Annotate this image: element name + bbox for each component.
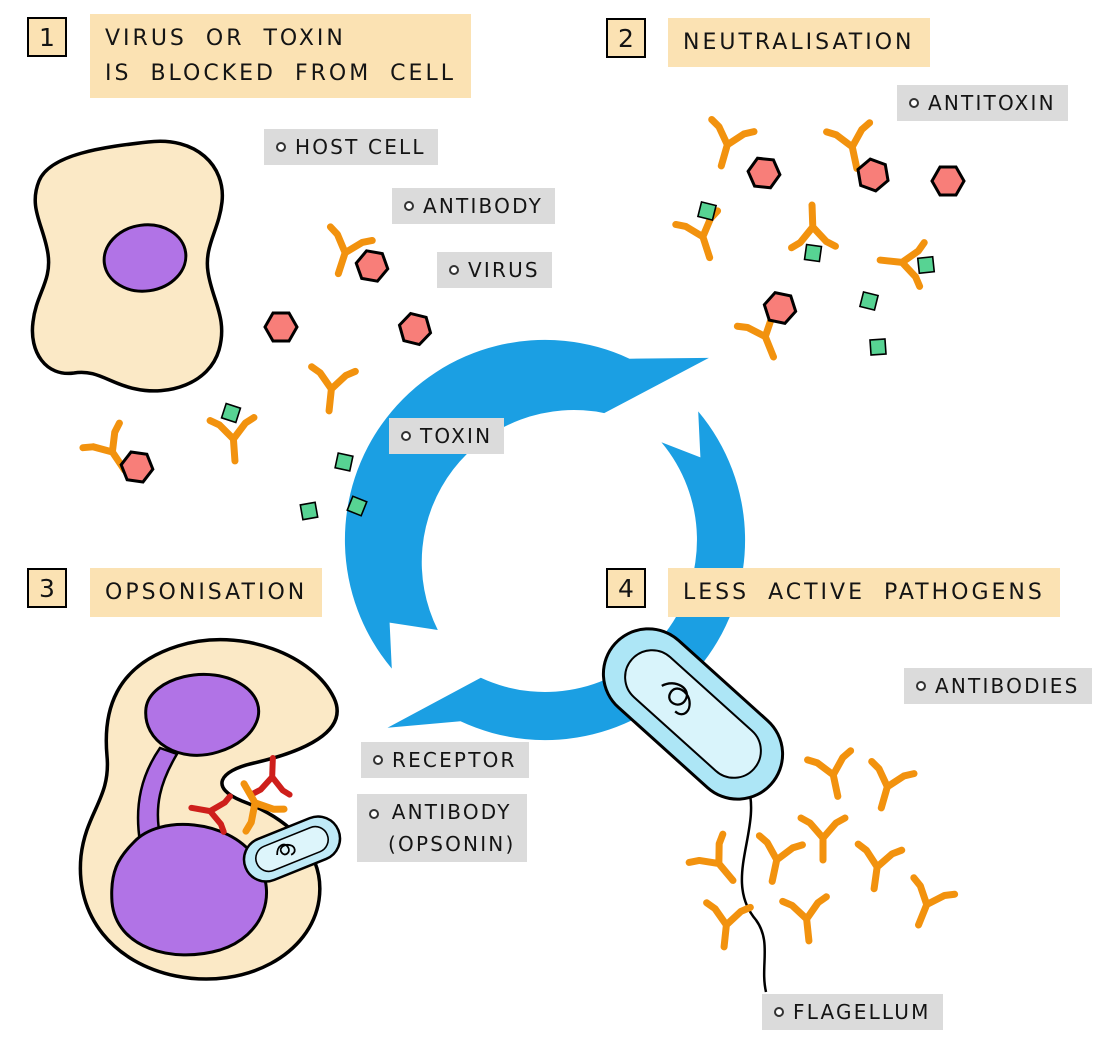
- label-antibodies-text: ANTIBODIES: [935, 674, 1080, 698]
- panel-3-title: OPSONISATION: [90, 568, 323, 618]
- tag-hole-icon: [373, 755, 383, 765]
- bacterium-small: [242, 815, 342, 883]
- host-cell-nucleus: [102, 223, 188, 293]
- flagellum-line: [740, 785, 768, 993]
- virus-icon: [745, 155, 783, 191]
- cycle-arrow-top: [344, 339, 709, 669]
- virus-icon: [117, 449, 157, 485]
- label-antibody-opsonin-line-2: (OPSONIN): [388, 832, 516, 856]
- panel-1-scene: [30, 139, 436, 521]
- antibody-icon: [808, 751, 860, 801]
- virus-icon: [851, 154, 895, 196]
- tag-hole-icon: [916, 681, 926, 691]
- antibody-icon: [307, 367, 355, 413]
- panel-2-title: NEUTRALISATION: [668, 18, 930, 68]
- panel-3-number: 3: [27, 568, 67, 608]
- label-receptor-text: RECEPTOR: [392, 748, 517, 772]
- panel-1-title-line-1: VIRUS OR TOXIN: [105, 26, 346, 51]
- label-antibodies: ANTIBODIES: [904, 668, 1092, 704]
- panel-2-number: 2: [606, 18, 646, 58]
- tag-hole-icon: [449, 265, 459, 275]
- tag-hole-icon: [774, 1007, 784, 1017]
- virus-icon: [263, 311, 299, 343]
- label-antibody: ANTIBODY: [392, 188, 555, 224]
- label-flagellum-text: FLAGELLUM: [793, 1000, 931, 1024]
- antibody-icon: [700, 119, 754, 172]
- toxin-icon: [869, 338, 887, 356]
- antibody-icon: [676, 211, 731, 265]
- label-antibody-text: ANTIBODY: [423, 194, 543, 218]
- antibody-icon: [210, 417, 257, 462]
- tag-hole-icon: [276, 142, 286, 152]
- antibody-icon: [751, 836, 803, 886]
- bacterium-large: [601, 627, 785, 801]
- toxin-icon: [916, 255, 936, 275]
- label-flagellum: FLAGELLUM: [762, 994, 943, 1030]
- antibody-icon: [790, 204, 835, 248]
- label-antitoxin: ANTITOXIN: [897, 85, 1068, 121]
- label-host-cell: HOST CELL: [264, 129, 438, 165]
- antibody-icon: [852, 844, 901, 892]
- tag-hole-icon: [369, 809, 379, 819]
- virus-icon: [394, 310, 436, 348]
- antibody-icon: [801, 818, 845, 860]
- label-toxin-text: TOXIN: [420, 424, 493, 448]
- antibody-icon: [860, 761, 914, 814]
- panel-2-scene: [676, 119, 966, 365]
- panel-1-title: VIRUS OR TOXIN IS BLOCKED FROM CELL: [90, 14, 471, 99]
- toxin-icon: [220, 402, 242, 424]
- label-virus-text: VIRUS: [468, 258, 540, 282]
- panel-1-number: 1: [27, 17, 67, 57]
- bacterium-dna-icon: [661, 682, 691, 716]
- panel-1-title-line-2: IS BLOCKED FROM CELL: [105, 61, 456, 87]
- toxin-icon: [803, 243, 823, 263]
- bacterium-dna-icon: [276, 843, 296, 856]
- virus-icon: [930, 165, 966, 197]
- tag-hole-icon: [404, 201, 414, 211]
- label-antibody-opsonin-line-1: ANTIBODY: [391, 800, 512, 824]
- phagocyte-nucleus-lower-lobe: [110, 823, 269, 957]
- panel-4-scene: [601, 627, 955, 993]
- label-antitoxin-text: ANTITOXIN: [928, 91, 1056, 115]
- toxin-icon: [299, 501, 319, 521]
- antibody-icon: [783, 897, 831, 943]
- toxin-icon: [859, 291, 879, 311]
- antibody-icon: [878, 238, 924, 286]
- label-host-cell-text: HOST CELL: [295, 135, 426, 159]
- tag-hole-icon: [909, 98, 919, 108]
- label-antibody-opsonin: ANTIBODY (OPSONIN): [357, 794, 528, 862]
- label-toxin: TOXIN: [389, 418, 505, 454]
- label-virus: VIRUS: [437, 252, 552, 288]
- virus-icon: [352, 247, 392, 285]
- antibody-icon: [898, 878, 955, 933]
- label-receptor: RECEPTOR: [361, 742, 529, 778]
- virus-icon: [759, 289, 801, 327]
- panel-4-number: 4: [606, 568, 646, 608]
- tag-hole-icon: [401, 431, 411, 441]
- panel-3-scene: [78, 637, 342, 981]
- toxin-icon: [697, 201, 717, 221]
- phagocyte-nucleus-upper-lobe: [144, 672, 261, 757]
- antibody-icon: [689, 834, 750, 894]
- panel-4-title: LESS ACTIVE PATHOGENS: [668, 568, 1060, 618]
- toxin-icon: [334, 452, 354, 472]
- antibody-icon: [702, 903, 750, 949]
